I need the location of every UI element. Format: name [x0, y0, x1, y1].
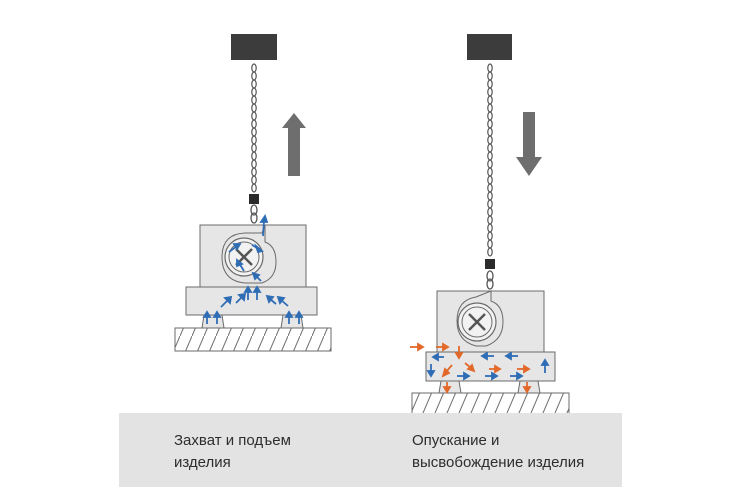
chain-connector-left [249, 194, 259, 204]
workpiece-right [411, 392, 570, 416]
lift-scene [174, 34, 332, 352]
fan-icon [457, 302, 497, 342]
suction-feet-right [438, 380, 541, 394]
workpiece-left [174, 327, 332, 352]
arrow-down-icon [516, 112, 542, 176]
chain-icon [251, 63, 257, 193]
caption-panel [119, 413, 622, 487]
suction-feet-left [201, 314, 304, 329]
air-flow-arrows-right-orange [410, 342, 532, 394]
chain-icon [487, 63, 493, 257]
hook-block-right [467, 34, 512, 60]
release-scene [410, 34, 570, 416]
air-flow-arrows-right-blue [426, 351, 550, 381]
chain-connector-right [485, 259, 495, 269]
shackle-left [250, 204, 258, 224]
caption-lower-and-release: Опускание и высвобождение изделия [412, 432, 585, 471]
caption-grip-and-lift: Захват и подъем изделия [174, 432, 291, 471]
air-flow-arrows-left [202, 213, 304, 324]
hook-block-left [231, 34, 277, 60]
shackle-right [486, 270, 494, 290]
arrow-up-icon [282, 113, 306, 176]
